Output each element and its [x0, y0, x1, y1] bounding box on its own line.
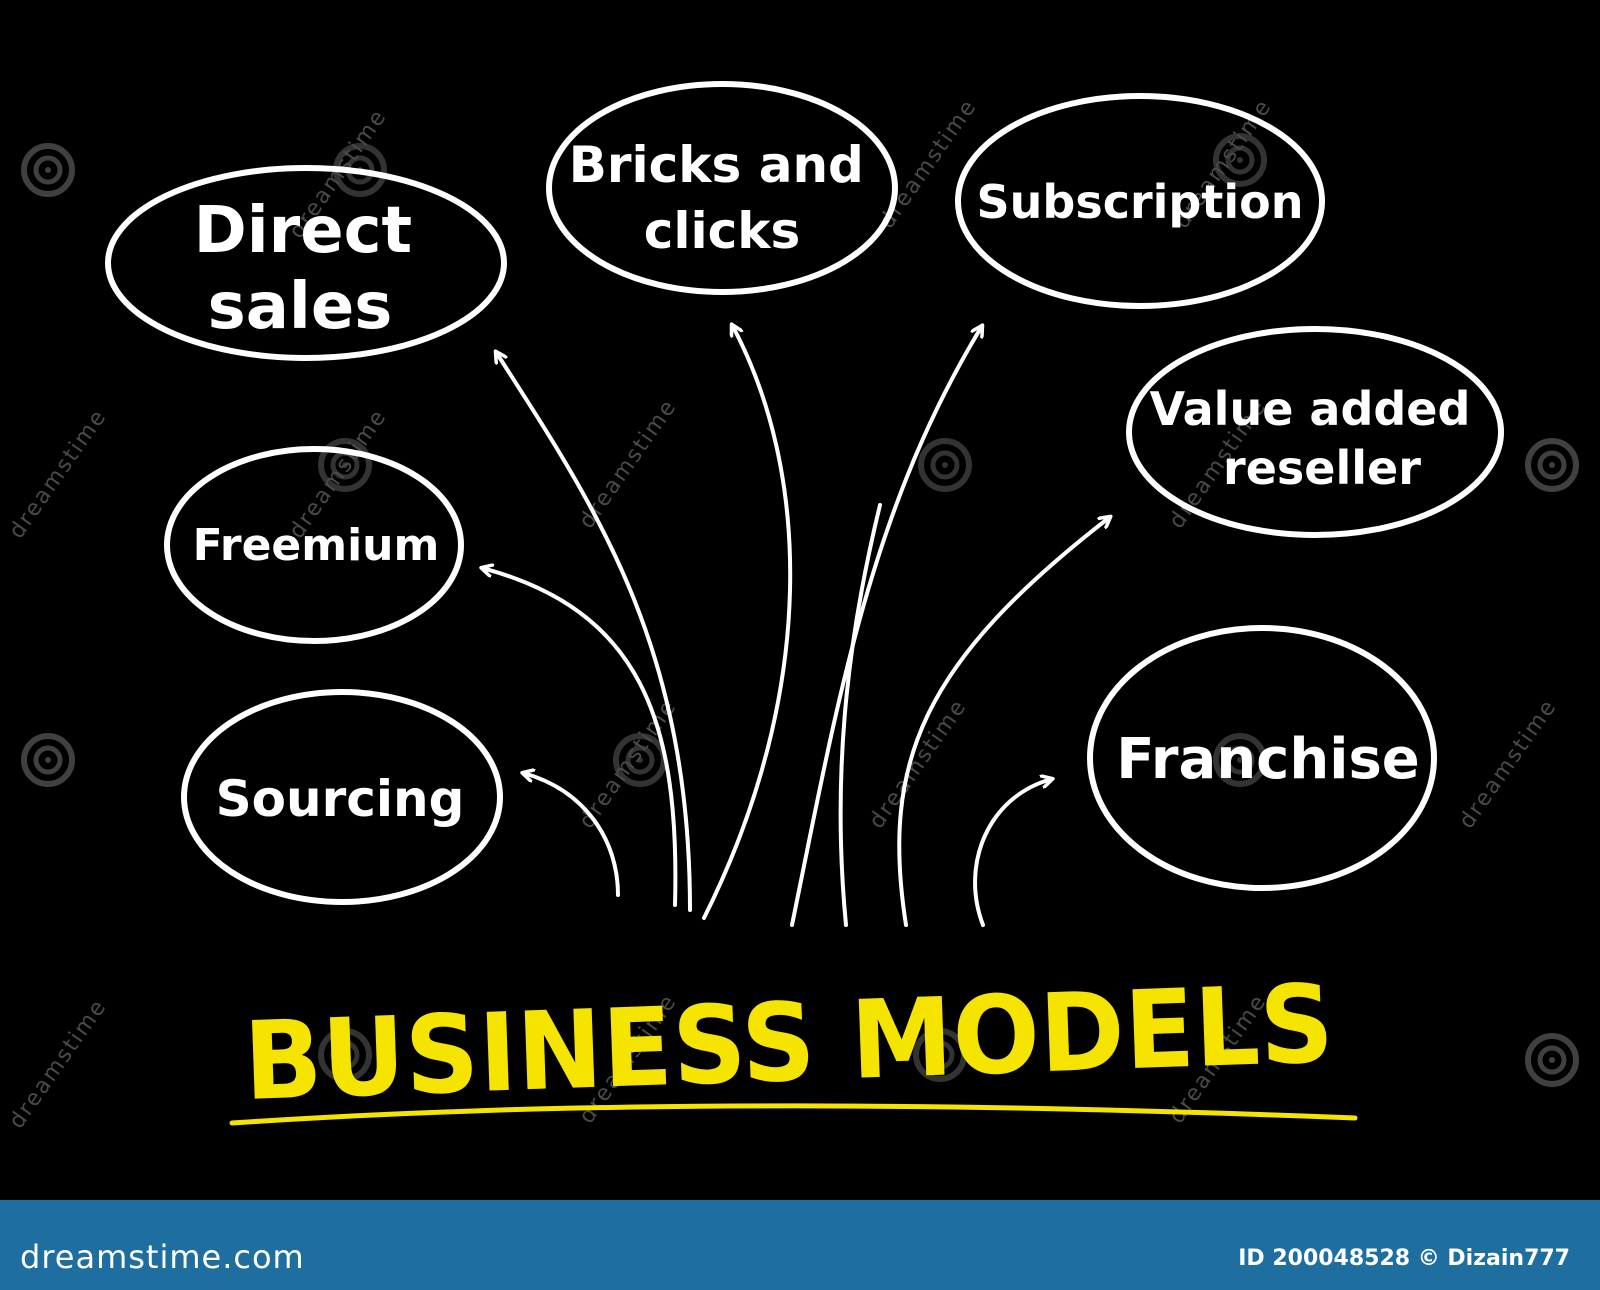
- node-label-line: Subscription: [977, 175, 1304, 229]
- watermark-spiral-icon: [21, 143, 75, 197]
- title-underline: [229, 1103, 1358, 1126]
- watermark-spiral-icon: [21, 733, 75, 787]
- watermark-spiral-icon: [918, 438, 972, 492]
- watermark-spiral-icon: [913, 1028, 967, 1082]
- node-outline: [164, 446, 464, 644]
- arrow-to-franchise: [973, 779, 1052, 927]
- watermark-spiral-icon: [1213, 133, 1267, 187]
- watermark-text: dreamstime: [864, 694, 972, 833]
- node-label: Sourcing: [216, 770, 465, 828]
- arrow-to-value-added-reseller: [897, 517, 1110, 927]
- node-label: Value added reseller: [1150, 382, 1487, 495]
- footer-image-id: ID 200048528 © Dizain777: [1238, 1246, 1570, 1271]
- watermark-text: dreamstime: [4, 404, 112, 543]
- node-label: Franchise: [1116, 727, 1420, 792]
- node-label: Subscription: [977, 175, 1304, 229]
- node-label: Direct sales: [194, 194, 435, 344]
- stem-line: [838, 503, 882, 927]
- node-subscription: Subscription: [955, 93, 1325, 309]
- node-value-added-reseller: Value added reseller: [1126, 326, 1504, 538]
- node-label-line: Direct: [194, 194, 413, 268]
- mind-map-diagram: dreamstime dreamstime dreamstime dreamst…: [4, 81, 1579, 1133]
- watermark-spiral-icon: [318, 1028, 372, 1082]
- watermark-spiral-icon: [1525, 438, 1579, 492]
- arrow-to-direct-sales: [496, 352, 692, 912]
- node-label-line: Franchise: [1116, 727, 1420, 792]
- node-bricks-and-clicks: Bricks and clicks: [546, 81, 898, 295]
- watermark-text: dreamstime: [4, 994, 112, 1133]
- node-outline: [105, 165, 507, 361]
- node-label-line: Value added: [1150, 382, 1471, 436]
- arrow-to-freemium: [482, 568, 678, 907]
- node-label-line: Freemium: [193, 520, 440, 571]
- node-outline: [955, 93, 1325, 309]
- node-label: Freemium: [193, 520, 440, 571]
- node-label-line: Bricks and: [569, 136, 864, 194]
- node-outline: [181, 689, 503, 905]
- central-topic-title: BUSINESS MODELS: [242, 962, 1336, 1125]
- node-outline: [546, 81, 898, 295]
- connectors: [482, 325, 1110, 927]
- node-label-line: reseller: [1223, 441, 1421, 495]
- node-sourcing: Sourcing: [181, 689, 503, 905]
- node-outline: [1126, 326, 1504, 538]
- arrow-to-bricks-and-clicks: [702, 325, 793, 920]
- arrow-to-subscription: [790, 326, 982, 927]
- node-label: Bricks and clicks: [569, 136, 882, 260]
- node-direct-sales: Direct sales: [105, 165, 507, 361]
- watermark-text: dreamstime: [1454, 694, 1562, 833]
- node-outline: [1087, 625, 1437, 891]
- watermark-text: dreamstime: [574, 394, 682, 533]
- node-franchise: Franchise: [1087, 625, 1437, 891]
- node-label-line: clicks: [644, 202, 801, 260]
- node-label-line: Sourcing: [216, 770, 465, 828]
- node-label-line: sales: [208, 270, 393, 344]
- footer-bar: dreamstime.com ID 200048528 © Dizain777: [0, 1200, 1600, 1290]
- arrow-to-sourcing: [523, 773, 620, 897]
- watermark-spiral-icon: [1525, 1033, 1579, 1087]
- watermark-spiral-icon: [1213, 733, 1267, 787]
- node-freemium: Freemium: [164, 446, 464, 644]
- footer-brand[interactable]: dreamstime.com: [20, 1238, 305, 1276]
